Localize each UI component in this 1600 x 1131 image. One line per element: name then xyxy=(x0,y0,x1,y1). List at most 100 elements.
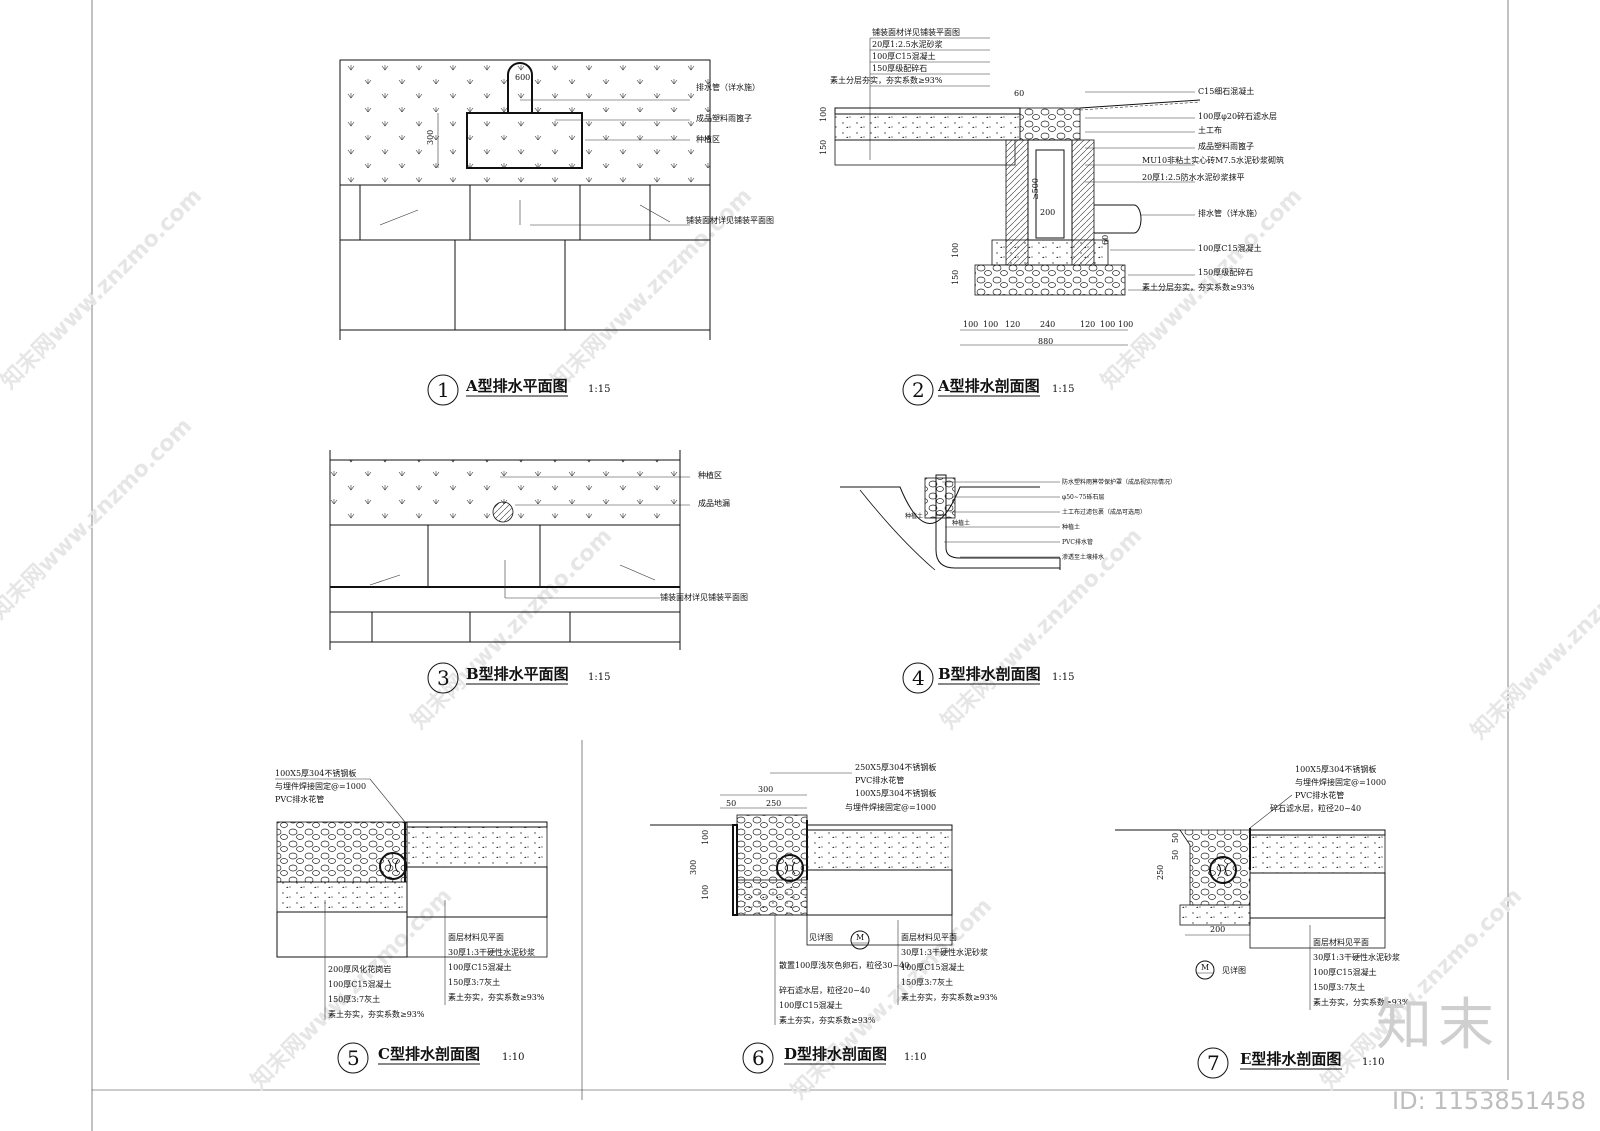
figure-6-caption: 6 D型排水剖面图 1:10 xyxy=(742,1042,926,1074)
svg-text:土工布: 土工布 xyxy=(1198,125,1222,135)
svg-text:100X5厚304不锈钢板: 100X5厚304不锈钢板 xyxy=(275,768,356,778)
svg-text:铺装面材详见铺装平面图: 铺装面材详见铺装平面图 xyxy=(872,27,960,37)
watermark: 知末网www.znzmo.com xyxy=(1466,533,1600,744)
svg-text:100厚C15混凝土: 100厚C15混凝土 xyxy=(779,1000,843,1010)
svg-text:5: 5 xyxy=(347,1046,360,1070)
svg-text:铺装面材详见铺装平面图: 铺装面材详见铺装平面图 xyxy=(660,592,748,602)
svg-text:A型排水剖面图: A型排水剖面图 xyxy=(937,377,1040,395)
watermark: 知末网www.znzmo.com xyxy=(936,523,1147,734)
weathered-granite xyxy=(276,821,408,883)
svg-text:种植区: 种植区 xyxy=(698,470,722,480)
figure-5-section: 100X5厚304不锈钢板 与埋件焊接固定@=1000 PVC排水花管 面层材料… xyxy=(275,768,548,1020)
svg-text:≥500: ≥500 xyxy=(1031,178,1040,200)
concrete-layer xyxy=(834,113,1021,141)
svg-text:250: 250 xyxy=(766,799,781,808)
svg-text:渗透至土壤排水: 渗透至土壤排水 xyxy=(1062,553,1104,561)
svg-text:与埋件焊接固定@=1000: 与埋件焊接固定@=1000 xyxy=(1295,777,1386,787)
svg-text:100厚C15混凝土: 100厚C15混凝土 xyxy=(872,51,936,61)
pvc-pipe xyxy=(935,515,1060,569)
svg-text:150厚3:7灰土: 150厚3:7灰土 xyxy=(1313,982,1365,992)
svg-text:种植土: 种植土 xyxy=(1062,523,1080,531)
svg-text:PVC排水花管: PVC排水花管 xyxy=(275,794,324,804)
svg-text:D型排水剖面图: D型排水剖面图 xyxy=(784,1045,887,1063)
svg-text:M: M xyxy=(856,933,864,942)
svg-text:150厚级配碎石: 150厚级配碎石 xyxy=(872,63,927,73)
svg-text:1: 1 xyxy=(437,378,450,402)
svg-text:100厚C15混凝土: 100厚C15混凝土 xyxy=(901,962,965,972)
svg-text:1:10: 1:10 xyxy=(1362,1057,1384,1068)
svg-text:7: 7 xyxy=(1207,1051,1220,1075)
svg-text:素土夯实，夯实系数≥93%: 素土夯实，夯实系数≥93% xyxy=(448,992,545,1002)
svg-text:150: 150 xyxy=(951,270,960,285)
gravel-filter xyxy=(1179,829,1251,906)
svg-text:1:15: 1:15 xyxy=(1052,384,1074,395)
svg-text:1:10: 1:10 xyxy=(904,1052,926,1063)
svg-text:种植区: 种植区 xyxy=(696,134,720,144)
svg-text:30厚1:3干硬性水泥砂浆: 30厚1:3干硬性水泥砂浆 xyxy=(448,947,535,957)
svg-text:素土分层夯实，夯实系数≥93%: 素土分层夯实，夯实系数≥93% xyxy=(830,75,943,85)
svg-text:6: 6 xyxy=(752,1046,765,1070)
svg-text:PVC排水花管: PVC排水花管 xyxy=(1295,790,1344,800)
svg-text:与埋件焊接固定@=1000: 与埋件焊接固定@=1000 xyxy=(845,802,936,812)
svg-text:100厚C15混凝土: 100厚C15混凝土 xyxy=(1198,243,1262,253)
svg-text:C15细石混凝土: C15细石混凝土 xyxy=(1198,86,1254,96)
svg-text:150厚3:7灰土: 150厚3:7灰土 xyxy=(901,977,953,987)
svg-text:面层材料见平面: 面层材料见平面 xyxy=(1313,937,1369,947)
figure-4-section: 种植土 种植土 防水塑料雨箅带保护罩（成品视实际情况） φ50~75砾石层 土工… xyxy=(840,474,1176,571)
svg-text:100: 100 xyxy=(1100,320,1115,329)
svg-text:碎石滤水层，粒径20~40: 碎石滤水层，粒径20~40 xyxy=(1270,803,1361,813)
svg-text:PVC排水管: PVC排水管 xyxy=(1062,538,1093,546)
base-concrete xyxy=(991,239,1109,266)
brand-logo: 知末 xyxy=(1376,993,1500,1058)
paving-layer xyxy=(834,107,1021,115)
svg-text:30厚1:3干硬性水泥砂浆: 30厚1:3干硬性水泥砂浆 xyxy=(901,947,988,957)
svg-text:100: 100 xyxy=(701,885,710,900)
svg-text:100厚C15混凝土: 100厚C15混凝土 xyxy=(1313,967,1377,977)
svg-text:150厚3:7灰土: 150厚3:7灰土 xyxy=(328,994,380,1004)
svg-text:素土夯实，夯实系数≥93%: 素土夯实，夯实系数≥93% xyxy=(328,1009,425,1019)
pvc-pipe xyxy=(776,854,804,882)
svg-text:B型排水平面图: B型排水平面图 xyxy=(466,665,569,683)
svg-text:100厚C15混凝土: 100厚C15混凝土 xyxy=(328,979,392,989)
drain-pipe xyxy=(1094,204,1142,234)
gravel-filter xyxy=(1019,107,1081,141)
figure-1-caption: 1 A型排水平面图 1:15 xyxy=(427,374,610,406)
svg-text:150厚级配碎石: 150厚级配碎石 xyxy=(1198,267,1253,277)
svg-text:600: 600 xyxy=(515,73,530,82)
svg-text:250: 250 xyxy=(1156,865,1165,880)
svg-text:100: 100 xyxy=(951,243,960,258)
watermark: 知末网www.znzmo.com xyxy=(546,183,757,394)
svg-text:20厚1:2.5防水水泥砂浆抹平: 20厚1:2.5防水水泥砂浆抹平 xyxy=(1142,172,1245,182)
svg-text:M: M xyxy=(1201,963,1209,972)
svg-text:排水管（详水施）: 排水管（详水施） xyxy=(696,82,760,92)
svg-text:100X5厚304不锈钢板: 100X5厚304不锈钢板 xyxy=(1295,764,1376,774)
figure-3-caption: 3 B型排水平面图 1:15 xyxy=(427,662,610,694)
svg-text:300: 300 xyxy=(426,130,435,145)
svg-text:300: 300 xyxy=(689,860,698,875)
watermark: 知末网www.znzmo.com xyxy=(0,183,207,394)
svg-text:100厚φ20碎石滤水层: 100厚φ20碎石滤水层 xyxy=(1198,111,1277,121)
svg-text:B型排水剖面图: B型排水剖面图 xyxy=(938,665,1041,683)
svg-text:成品地漏: 成品地漏 xyxy=(698,498,730,508)
svg-text:素土夯实，分实系数≥93%: 素土夯实，分实系数≥93% xyxy=(1313,997,1410,1007)
svg-text:150: 150 xyxy=(819,140,828,155)
figure-3-plan: 种植区 成品地漏 铺装面材详见铺装平面图 xyxy=(329,450,748,650)
svg-text:100X5厚304不锈钢板: 100X5厚304不锈钢板 xyxy=(855,788,936,798)
pvc-pipe xyxy=(379,852,407,880)
svg-text:3: 3 xyxy=(437,666,450,690)
svg-text:100厚C15混凝土: 100厚C15混凝土 xyxy=(448,962,512,972)
svg-text:50: 50 xyxy=(726,799,736,808)
watermark: 知末网www.znzmo.com xyxy=(406,523,617,734)
watermark: 知末网www.znzmo.com xyxy=(0,413,197,624)
svg-text:60: 60 xyxy=(1101,235,1110,245)
pvc-pipe xyxy=(1209,856,1237,884)
svg-text:散置100厚浅灰色卵石，粒径30~40: 散置100厚浅灰色卵石，粒径30~40 xyxy=(779,960,909,970)
svg-text:200厚风化花岗岩: 200厚风化花岗岩 xyxy=(328,964,391,974)
svg-text:300: 300 xyxy=(758,785,773,794)
svg-text:防水塑料雨箅带保护罩（成品视实际情况）: 防水塑料雨箅带保护罩（成品视实际情况） xyxy=(1062,478,1176,486)
svg-text:PVC排水花管: PVC排水花管 xyxy=(855,775,904,785)
svg-text:土工布过滤包裹（成品可选用）: 土工布过滤包裹（成品可选用） xyxy=(1062,508,1146,516)
svg-text:60: 60 xyxy=(1014,89,1024,98)
image-id: ID: 1153851458 xyxy=(1392,1087,1586,1115)
svg-text:种植土: 种植土 xyxy=(952,519,970,527)
